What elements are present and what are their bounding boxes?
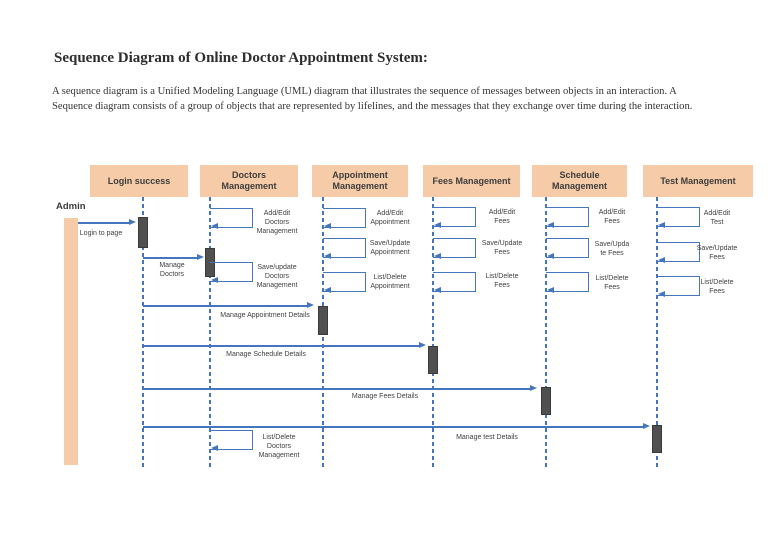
message-arrow-login-to-page <box>78 222 131 224</box>
arrowhead-left-icon <box>210 277 218 283</box>
lifeline-fees-management <box>432 197 434 467</box>
message-label-list-delete-appointment: List/Delete Appointment <box>370 274 410 290</box>
message-label-manage-schedule-details: Manage Schedule Details <box>226 351 306 358</box>
arrowhead-right-icon <box>530 385 537 391</box>
message-label-manage-doctors: Manage Doctors <box>159 262 185 278</box>
message-label-manage-appointment-details: Manage Appointment Details <box>220 312 310 319</box>
activation-bar-fees-management <box>428 346 438 374</box>
page-title: Sequence Diagram of Online Doctor Appoin… <box>54 50 428 66</box>
self-message-add-edit-schedule-fees <box>545 207 589 227</box>
self-message-list-delete-doctors <box>209 430 253 450</box>
document-description: A sequence diagram is a Unified Modeling… <box>52 86 693 112</box>
actor-label: Admin <box>56 201 86 212</box>
arrowhead-right-icon <box>197 254 204 260</box>
message-label-save-update-test-fees: Save/Update Fees <box>696 245 738 261</box>
arrowhead-left-icon <box>323 287 331 293</box>
message-label-save-update-schedule-fees: Save/Upda te Fees <box>594 241 630 257</box>
arrowhead-left-icon <box>546 222 554 228</box>
self-message-add-edit-doctors <box>209 208 253 228</box>
message-arrow-manage-fees-details <box>143 388 532 390</box>
arrowhead-left-icon <box>434 253 441 259</box>
message-label-save-update-fees: Save/Update Fees <box>481 240 523 256</box>
lifeline-test-management <box>656 197 658 467</box>
message-label-add-edit-doctors: Add/Edit Doctors Management <box>256 210 298 235</box>
self-message-add-edit-fees <box>433 207 476 227</box>
arrowhead-left-icon <box>323 253 331 259</box>
message-label-list-delete-schedule-fees: List/Delete Fees <box>595 275 629 291</box>
self-message-list-delete-test-fees <box>657 276 700 296</box>
lifeline-doctors-management <box>208 197 211 467</box>
actor-activation-bar <box>64 218 78 465</box>
lifeline-header-login-success: Login success <box>90 165 188 197</box>
lifeline-schedule-management <box>544 197 547 467</box>
message-label-add-edit-test: Add/Edit Test <box>703 210 731 226</box>
message-label-add-edit-fees: Add/Edit Fees <box>488 209 516 225</box>
arrowhead-left-icon <box>546 253 554 259</box>
self-message-add-edit-appointment <box>322 208 366 228</box>
message-arrow-manage-doctors <box>143 257 199 259</box>
message-label-login-to-page: Login to page <box>79 230 123 237</box>
arrowhead-right-icon <box>419 342 426 348</box>
arrowhead-left-icon <box>434 222 441 228</box>
lifeline-header-appointment-management: Appointment Management <box>312 165 408 197</box>
arrowhead-left-icon <box>323 223 331 229</box>
self-message-list-delete-schedule-fees <box>545 272 589 292</box>
message-label-manage-test-details: Manage test Details <box>456 434 518 441</box>
self-message-save-update-fees <box>433 238 476 258</box>
activation-bar-schedule-management <box>540 387 551 415</box>
arrowhead-left-icon <box>210 223 218 229</box>
lifeline-header-doctors-management: Doctors Management <box>200 165 298 197</box>
message-arrow-manage-appointment-details <box>143 305 309 307</box>
activation-bar-login-success <box>137 217 148 248</box>
message-label-save-update-doctors: Save/update Doctors Management <box>256 264 298 289</box>
arrowhead-right-icon <box>129 219 136 225</box>
lifeline-header-test-management: Test Management <box>643 165 753 197</box>
message-label-manage-fees-details: Manage Fees Details <box>351 393 419 400</box>
lifeline-login-success <box>141 197 144 467</box>
arrowhead-left-icon <box>658 257 665 263</box>
message-label-list-delete-test-fees: List/Delete Fees <box>700 279 734 295</box>
message-arrow-manage-schedule-details <box>143 345 421 347</box>
arrowhead-left-icon <box>546 287 554 293</box>
message-label-list-delete-doctors: List/Delete Doctors Management <box>258 434 300 459</box>
message-label-add-edit-schedule-fees: Add/Edit Fees <box>598 209 626 225</box>
lifeline-header-fees-management: Fees Management <box>423 165 520 197</box>
self-message-add-edit-test <box>657 207 700 227</box>
message-label-save-update-appointment: Save/Update Appointment <box>369 240 411 256</box>
arrowhead-left-icon <box>658 291 665 297</box>
self-message-save-update-appointment <box>322 238 366 258</box>
self-message-save-update-test-fees <box>657 242 700 262</box>
self-message-list-delete-appointment <box>322 272 366 292</box>
arrowhead-right-icon <box>643 423 650 429</box>
self-message-save-update-schedule-fees <box>545 238 589 258</box>
message-label-add-edit-appointment: Add/Edit Appointment <box>370 210 410 226</box>
arrowhead-right-icon <box>307 302 314 308</box>
message-label-list-delete-fees: List/Delete Fees <box>485 273 519 289</box>
message-arrow-manage-test-details <box>143 426 645 428</box>
self-message-list-delete-fees <box>433 272 476 292</box>
arrowhead-left-icon <box>210 445 218 451</box>
arrowhead-left-icon <box>658 222 665 228</box>
arrowhead-left-icon <box>434 287 441 293</box>
activation-bar-appointment-management <box>317 306 328 335</box>
self-message-save-update-doctors <box>209 262 253 282</box>
lifeline-header-schedule-management: Schedule Management <box>532 165 627 197</box>
activation-bar-test-management <box>652 425 662 453</box>
